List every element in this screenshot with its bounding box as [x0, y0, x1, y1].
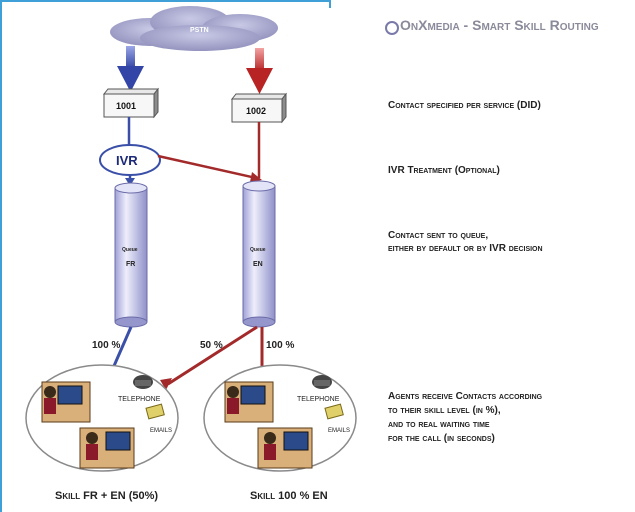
onxmedia-logo-icon [385, 21, 399, 35]
telephone-icon [312, 375, 332, 389]
step-agents-text-2: to their skill level (in %), [388, 405, 501, 416]
did-label-1002: 1002 [246, 106, 266, 116]
pstn-label: PSTN [190, 27, 209, 34]
queue-en-lang: EN [253, 261, 263, 268]
did-box-1001 [102, 87, 160, 119]
red-arrow-icon [246, 48, 273, 94]
pstn-cloud [110, 6, 278, 51]
blue-arrow-icon [117, 46, 144, 92]
emails-label: EMAILS [150, 428, 172, 434]
step-queue-text-2: either by default or by IVR decision [388, 243, 543, 254]
telephone-icon [133, 375, 153, 389]
queue-en-cylinder [242, 180, 276, 328]
agent-workstation-icon [41, 381, 91, 423]
agent-workstation-icon [257, 427, 313, 469]
queue-en-title: Queue [250, 247, 266, 253]
email-icon [324, 403, 344, 420]
did-box-1002 [230, 92, 288, 124]
email-icon [145, 403, 165, 420]
agent-workstation-icon [79, 427, 135, 469]
queue-fr-cylinder [114, 182, 148, 328]
percent-fr: 100 % [92, 340, 121, 351]
percent-en-left: 50 % [200, 340, 223, 351]
percent-en-right: 100 % [266, 340, 295, 351]
emails-label: EMAILS [328, 428, 350, 434]
did-label-1001: 1001 [116, 101, 136, 111]
step-agents-text-1: Agents receive Contacts according [388, 391, 543, 402]
step-queue-text-1: Contact sent to queue, [388, 230, 489, 241]
agent-workstation-icon [224, 381, 274, 423]
step-ivr-text: IVR Treatment (Optional) [388, 165, 500, 176]
telephone-label: TELEPHONE [297, 396, 340, 403]
queue-fr-lang: FR [126, 261, 135, 268]
group-caption-en: Skill 100 % EN [250, 490, 328, 502]
step-contact-text: Contact specified per service (DID) [388, 100, 541, 111]
ivr-label: IVR [116, 153, 138, 168]
queue-fr-title: Queue [122, 247, 138, 253]
page-title: OnXmedia - Smart Skill Routing [400, 17, 599, 33]
telephone-label: TELEPHONE [118, 396, 161, 403]
step-agents-text-3: and to real waiting time [388, 419, 490, 430]
group-caption-fr-en: Skill FR + EN (50%) [55, 490, 159, 502]
step-agents-text-4: for the call (in seconds) [388, 433, 495, 444]
